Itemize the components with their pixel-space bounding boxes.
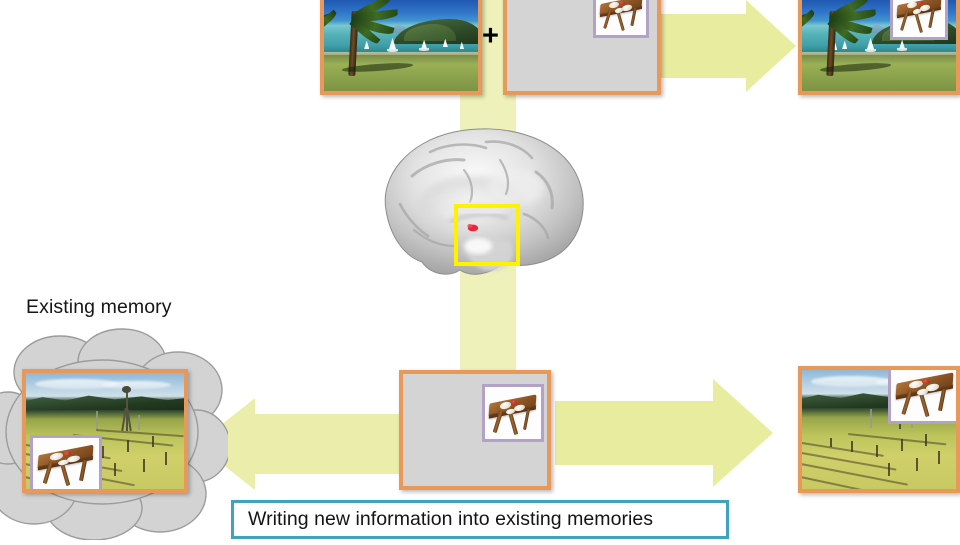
beach-scene-with-table-overlay: [798, 0, 960, 95]
table-thumbnail: [482, 384, 544, 442]
existing-memory-label: Existing memory: [26, 296, 172, 318]
bottom-left-arrow: [197, 398, 407, 490]
gray-occluder-panel-top: [503, 0, 661, 95]
beach-bay-scene-photo: [320, 0, 482, 95]
sagittal-brain-mri: [368, 118, 594, 291]
table-thumbnail: [593, 0, 649, 38]
caption-box: Writing new information into existing me…: [231, 500, 729, 539]
vineyard-scene-in-memory-cloud: [22, 369, 188, 493]
vineyard-scene-with-table-overlay: [798, 366, 960, 493]
top-right-arrow: [648, 0, 796, 96]
table-thumbnail: [30, 435, 102, 489]
plus-operator: +: [482, 20, 499, 52]
gray-occluder-panel-bottom: [399, 370, 551, 490]
table-thumbnail: [890, 0, 948, 40]
bottom-right-arrow: [555, 377, 773, 489]
table-thumbnail: [888, 370, 956, 424]
caption-text: Writing new information into existing me…: [248, 508, 654, 530]
